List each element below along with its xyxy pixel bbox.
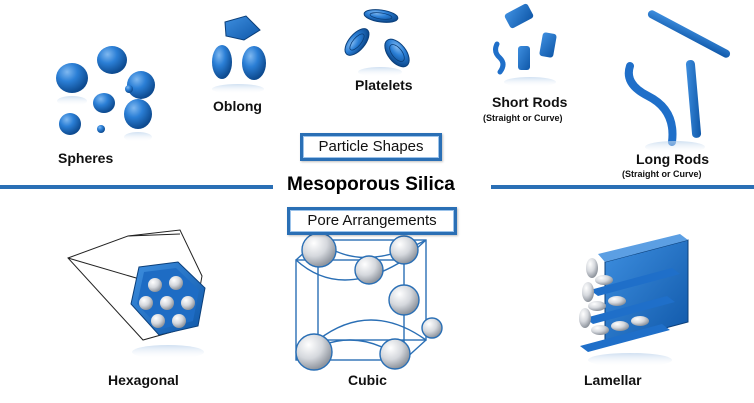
pore-shape [148, 278, 162, 292]
pore-shape [388, 284, 420, 316]
label-lamellar: Lamellar [584, 372, 642, 388]
sphere-shape [56, 63, 88, 93]
label-oblong: Oblong [213, 98, 262, 114]
pore-shape [591, 325, 609, 335]
pore-shape [160, 296, 174, 310]
pore-shape [181, 296, 195, 310]
platelet-shape [344, 28, 370, 56]
hexagonal-illustration [67, 229, 206, 359]
sphere-shape [125, 85, 133, 93]
pore-shape [421, 317, 443, 339]
pore-shape [379, 338, 411, 370]
short-rod-shape [504, 3, 534, 29]
sphere-shape [127, 71, 155, 99]
pore-shape [611, 321, 629, 331]
short-rod-shape [539, 32, 557, 58]
pore-shape [579, 308, 591, 328]
long-rod-shape [685, 60, 702, 138]
pore-shape [582, 282, 594, 302]
pore-shape [169, 276, 183, 290]
oblong-shape [212, 45, 232, 79]
label-cubic: Cubic [348, 372, 387, 388]
divider-left [0, 185, 273, 189]
short-rod-shape [493, 41, 506, 75]
pore-shape [588, 301, 606, 311]
divider-right [491, 185, 754, 189]
label-hexagonal: Hexagonal [108, 372, 179, 388]
spheres-illustration [56, 46, 155, 142]
pore-shape [354, 255, 384, 285]
pore-shape [631, 316, 649, 326]
pore-shape [172, 314, 186, 328]
sphere-shape [97, 125, 105, 133]
pore-shape [151, 314, 165, 328]
platelets-illustration [344, 9, 410, 77]
lamellar-pores [579, 258, 649, 335]
long-rod-shape [647, 10, 731, 58]
short-rods-illustration [493, 3, 557, 87]
oblong-shape [224, 15, 261, 41]
long-rods-illustration [624, 10, 731, 153]
sphere-shape [93, 93, 115, 113]
sphere-shape [59, 113, 81, 135]
pore-shape [295, 333, 333, 371]
oblong-illustration [212, 15, 266, 94]
platelet-shape [384, 38, 410, 68]
sphere-shape [97, 46, 127, 74]
page-title: Mesoporous Silica [287, 174, 455, 195]
cubic-illustration [295, 232, 443, 371]
sphere-shape [124, 99, 152, 129]
pore-shape [301, 232, 337, 268]
long-rod-shape [624, 62, 677, 146]
label-long-rods: Long Rods [636, 151, 710, 167]
pore-arrangements-box: Pore Arrangements [287, 207, 457, 235]
lamellar-illustration [579, 234, 689, 367]
label-short-rods: Short Rods [492, 94, 568, 110]
label-long-rods-sub: (Straight or Curve) [622, 169, 702, 179]
pore-shape [389, 235, 419, 265]
pore-shape [595, 275, 613, 285]
label-platelets: Platelets [355, 77, 413, 93]
pore-shape [586, 258, 598, 278]
particle-shapes-box: Particle Shapes [300, 133, 442, 161]
short-rod-shape [518, 46, 530, 70]
oblong-shape [242, 46, 266, 80]
pore-shape [608, 296, 626, 306]
pore-shape [139, 296, 153, 310]
platelet-shape [363, 9, 399, 23]
label-short-rods-sub: (Straight or Curve) [483, 113, 563, 123]
label-spheres: Spheres [58, 150, 114, 166]
